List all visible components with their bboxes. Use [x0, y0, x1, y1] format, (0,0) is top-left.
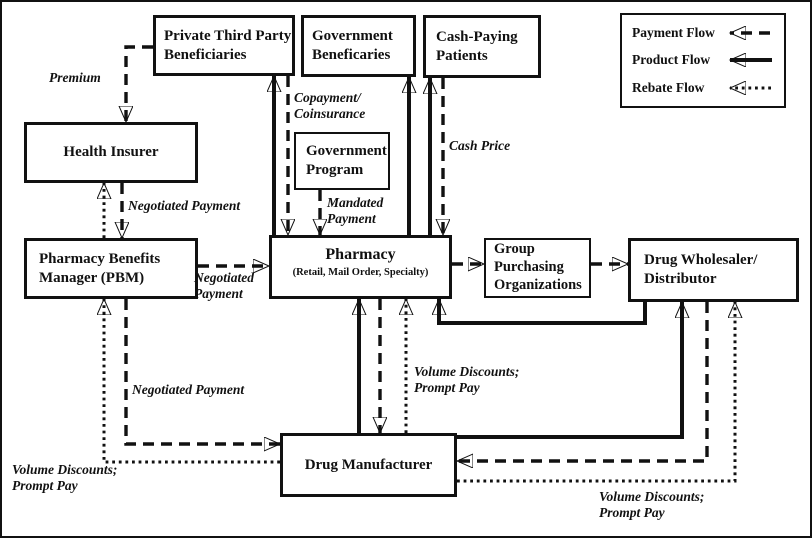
legend-item-payment-flow: Payment Flow [632, 25, 774, 41]
node-label: Health Insurer [63, 144, 159, 161]
payment-flow-arrow-icon [718, 26, 770, 40]
node-label: Drug Manufacturer [304, 456, 433, 473]
edge-payment-wholesaler-to-manufacturer [457, 302, 709, 461]
edge-label-mandated-payment: Mandated Payment [327, 195, 384, 226]
node-label: Cash-Paying Patients [436, 28, 518, 64]
node-label: Government Beneficaries [312, 28, 393, 63]
node-pbm: Pharmacy Benefits Manager (PBM) [24, 238, 198, 299]
node-label: Private Third Party Beneficiaries [164, 27, 292, 63]
node-drug-manufacturer: Drug Manufacturer [280, 433, 457, 497]
legend-label: Payment Flow [632, 24, 715, 40]
edge-rebate-manufacturer-to-wholesaler [457, 302, 735, 483]
node-cash-paying-patients: Cash-Paying Patients [423, 15, 541, 78]
legend-label: Product Flow [632, 52, 711, 68]
node-drug-wholesaler-distributor: Drug Wholesaler/ Distributor [628, 238, 799, 302]
node-pharmacy: Pharmacy (Retail, Mail Order, Specialty) [269, 235, 452, 299]
edge-label-negotiated-payment-insurer-pbm: Negotiated Payment [128, 198, 241, 213]
edge-payment-premium [126, 45, 153, 122]
node-label: Pharmacy [325, 246, 396, 264]
node-group-purchasing-organizations: Group Purchasing Organizations [484, 238, 591, 298]
edge-label-volume-discounts-wholesaler: Volume Discounts; Prompt Pay [599, 489, 705, 520]
legend-item-product-flow: Product Flow [632, 52, 774, 68]
legend-label: Rebate Flow [632, 80, 705, 96]
node-label: Drug Wholesaler/ Distributor [644, 252, 758, 287]
node-private-third-party-beneficiaries: Private Third Party Beneficiaries [153, 15, 295, 76]
node-government-program: Government Program [294, 132, 390, 190]
node-government-beneficiaries: Government Beneficaries [301, 15, 416, 77]
edge-label-premium: Premium [49, 70, 101, 85]
edge-label-volume-discounts-pbm: Volume Discounts; Prompt Pay [12, 462, 118, 493]
edge-payment-pbm-to-manufacturer [124, 299, 280, 444]
edge-label-negotiated-payment-pbm-manufacturer: Negotiated Payment [132, 382, 245, 397]
legend: Payment Flow Product Flow Rebate Flow [620, 13, 786, 108]
edge-label-negotiated-payment-pbm-pharmacy: Negotiated Payment [194, 270, 254, 301]
node-label: Group Purchasing Organizations [494, 241, 582, 293]
edge-product-manufacturer-to-wholesaler [457, 302, 682, 439]
node-label: Pharmacy Benefits Manager (PBM) [39, 250, 161, 286]
node-sublabel: (Retail, Mail Order, Specialty) [292, 266, 429, 278]
rebate-flow-arrow-icon [718, 81, 771, 95]
node-health-insurer: Health Insurer [24, 122, 198, 183]
edge-product-wholesaler-to-pharmacy [439, 299, 647, 325]
node-label: Government Program [306, 143, 387, 178]
edge-label-cash-price: Cash Price [449, 138, 511, 153]
edge-rebate-manufacturer-to-pbm [104, 299, 280, 464]
edge-label-copayment-coinsurance: Copayment/ Coinsurance [294, 90, 366, 121]
legend-item-rebate-flow: Rebate Flow [632, 80, 774, 96]
product-flow-arrow-icon [718, 53, 772, 67]
edge-label-volume-discounts-pharmacy: Volume Discounts; Prompt Pay [414, 364, 520, 395]
